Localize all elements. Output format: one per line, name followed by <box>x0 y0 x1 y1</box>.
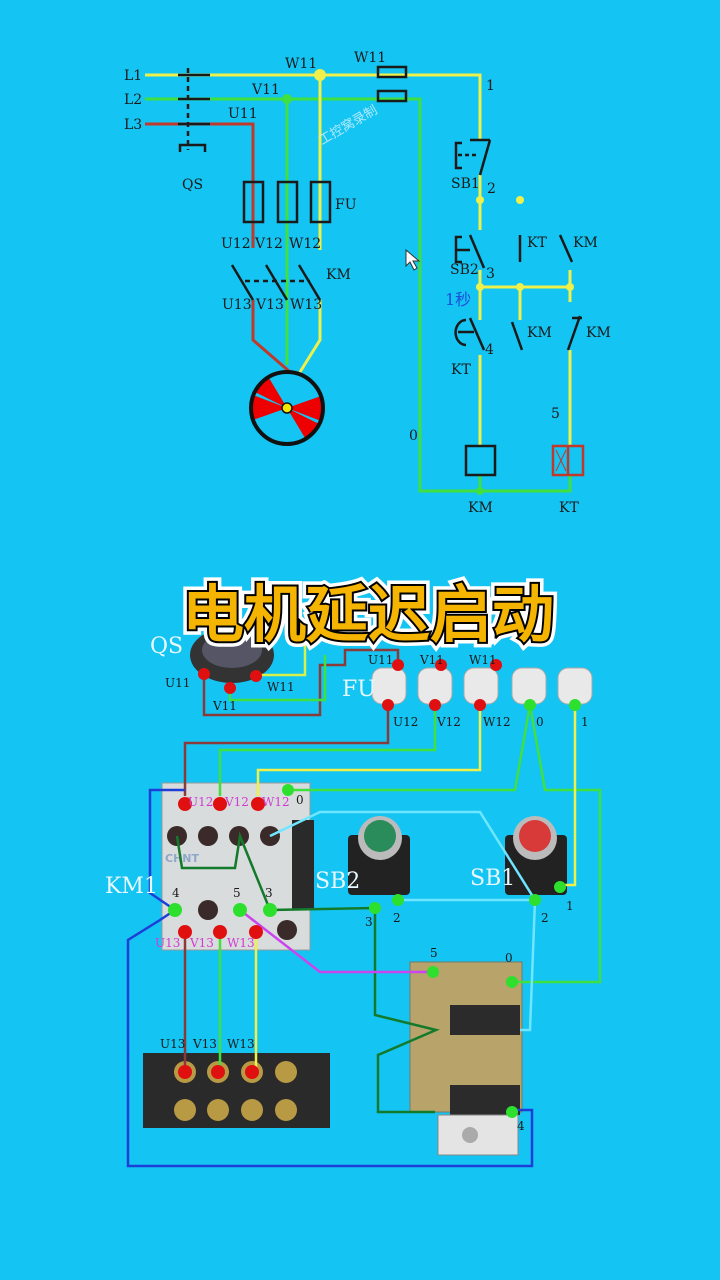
label-km1-u13: U13 <box>155 936 180 950</box>
label-sb1-2: 2 <box>541 911 549 925</box>
label-fu-1: 1 <box>581 715 589 729</box>
node-5: 5 <box>551 406 560 422</box>
label-kt-0: 0 <box>505 951 513 965</box>
label-sb2: SB2 <box>450 262 479 278</box>
label-l3: L3 <box>124 117 142 133</box>
label-v13: V13 <box>255 297 284 313</box>
label-km1-0: 0 <box>296 793 304 807</box>
label-w13: W13 <box>290 297 322 313</box>
label-kt-4: 4 <box>517 1119 525 1133</box>
motor-symbol <box>249 370 325 446</box>
label-km1-w12: W12 <box>262 795 290 809</box>
label-fu: FU <box>335 197 357 213</box>
label-km-nc: KM <box>586 325 611 341</box>
label-kt-5: 5 <box>430 946 438 960</box>
label-fu-u12: U12 <box>393 715 418 729</box>
label-fu-photo: FU <box>342 677 376 702</box>
label-v12: V12 <box>254 236 283 252</box>
sb2-button[interactable] <box>348 816 410 895</box>
label-qs-v11: V11 <box>212 699 237 713</box>
label-block-w13: W13 <box>227 1037 255 1051</box>
label-km1-4: 4 <box>172 886 180 900</box>
node-3: 3 <box>486 266 495 282</box>
label-u12: U12 <box>221 236 251 252</box>
label-sb1-1: 1 <box>566 899 574 913</box>
page-title: 电机延迟启动 电机延迟启动 <box>176 573 559 657</box>
terminal-block <box>143 1053 330 1128</box>
label-km1-v13: V13 <box>189 936 214 950</box>
label-qs-u11: U11 <box>165 676 190 690</box>
main-circuit <box>145 73 572 493</box>
label-coil-km: KM <box>468 500 493 516</box>
label-km1-v12: V12 <box>224 795 249 809</box>
cursor-icon <box>405 248 421 271</box>
label-qs: QS <box>182 177 203 193</box>
time-relay-kt <box>409 961 523 1156</box>
qs-switch-symbol <box>178 68 210 152</box>
label-qs-photo: QS <box>150 634 183 659</box>
label-fu-u11: U11 <box>368 653 393 667</box>
label-sb2-2: 2 <box>393 911 401 925</box>
page-title-outline: 电机延迟启动 <box>182 578 554 651</box>
fuse-symbols <box>242 65 408 224</box>
label-u13: U13 <box>222 297 252 313</box>
label-qs-w11: W11 <box>267 680 295 694</box>
label-km-hold: KM <box>573 235 598 251</box>
label-fu-w11: W11 <box>469 653 497 667</box>
label-km1-u12: U12 <box>188 795 213 809</box>
label-block-u13: U13 <box>160 1037 185 1051</box>
label-fu-v11: V11 <box>419 653 444 667</box>
label-v11: V11 <box>251 82 280 98</box>
label-sb1: SB1 <box>451 176 480 192</box>
label-w12: W12 <box>289 236 321 252</box>
label-km1-w13: W13 <box>227 936 255 950</box>
label-km1: KM1 <box>105 874 158 899</box>
node-4: 4 <box>485 342 494 358</box>
label-sb1-photo: SB1 <box>470 866 515 891</box>
label-fu-w12: W12 <box>483 715 511 729</box>
node-0: 0 <box>409 428 418 444</box>
label-block-v13: V13 <box>192 1037 217 1051</box>
page-title-text: 电机延迟启动 <box>182 578 554 651</box>
label-km1-5: 5 <box>233 886 241 900</box>
sb1-button[interactable] <box>505 816 567 895</box>
brand-label: CHNT <box>165 852 199 865</box>
label-kt-contact: KT <box>527 235 547 251</box>
label-u11: U11 <box>228 106 258 122</box>
label-sb2-3: 3 <box>365 915 373 929</box>
schematic-labels: L1 L2 L3 QS W11 W11 V11 U11 FU U12 V12 W… <box>124 50 611 516</box>
label-delay: 1秒 <box>445 290 471 309</box>
label-l2: L2 <box>124 92 142 108</box>
label-kt-timed: KT <box>451 362 471 378</box>
wiring-labels: QS U11 V11 W11 FU U11 V11 W11 U12 V12 W1… <box>105 634 589 1133</box>
label-km-main: KM <box>326 267 351 283</box>
qs-switch-photo <box>190 627 274 683</box>
label-km1-3: 3 <box>265 886 273 900</box>
km-main-contacts <box>230 264 322 301</box>
label-l1: L1 <box>124 68 142 84</box>
watermark: 工控窝录制 <box>316 102 380 148</box>
label-fu-0: 0 <box>536 715 544 729</box>
control-symbols <box>454 138 585 477</box>
label-w11: W11 <box>285 56 317 72</box>
node-1: 1 <box>486 78 495 94</box>
label-sb2-photo: SB2 <box>315 869 360 894</box>
fuse-holders <box>371 667 593 705</box>
label-coil-kt: KT <box>559 500 579 516</box>
label-fu-v12: V12 <box>436 715 461 729</box>
terminal-dots <box>168 659 581 1118</box>
label-km-aux: KM <box>527 325 552 341</box>
label-w11-fuse: W11 <box>354 50 386 66</box>
node-2: 2 <box>487 181 496 197</box>
junction-dots <box>282 69 574 495</box>
